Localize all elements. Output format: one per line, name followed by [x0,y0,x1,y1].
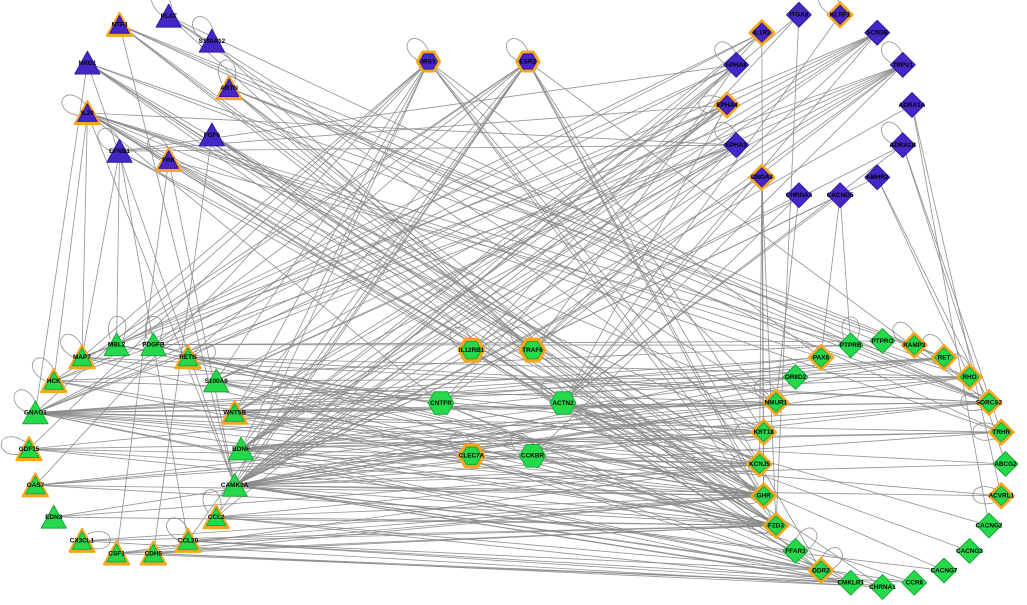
svg-text:GHR: GHR [757,493,772,500]
svg-text:CACNG7: CACNG7 [931,567,958,574]
svg-text:EFNB1: EFNB1 [109,148,130,155]
svg-text:PDGFB: PDGFB [142,342,165,349]
svg-text:CCR6: CCR6 [906,580,924,587]
svg-text:PAX8: PAX8 [813,354,830,361]
svg-text:CACNG3: CACNG3 [956,548,983,555]
svg-text:ADRA1B: ADRA1B [889,142,916,149]
svg-text:ACTN2: ACTN2 [552,400,574,407]
svg-text:WNT5B: WNT5B [223,410,246,417]
svg-text:KRT18: KRT18 [754,429,775,436]
svg-text:DDR2: DDR2 [812,567,830,574]
svg-text:NMUR1: NMUR1 [765,399,788,406]
svg-text:KLRF1: KLRF1 [830,12,851,19]
svg-text:RHO: RHO [962,374,976,381]
svg-text:GAS7: GAS7 [27,482,45,489]
svg-text:CCKBR: CCKBR [521,453,544,460]
svg-text:CLEC7A: CLEC7A [459,453,485,460]
svg-text:NRG1: NRG1 [79,60,97,67]
svg-text:CSF1: CSF1 [108,550,125,557]
svg-text:IRS1: IRS1 [421,58,436,65]
svg-text:S100A9: S100A9 [205,378,229,385]
svg-text:FFAR3: FFAR3 [785,548,806,555]
svg-text:IL20: IL20 [81,110,94,117]
svg-text:IL12RB1: IL12RB1 [459,347,485,354]
svg-text:ADRA1A: ADRA1A [899,102,926,109]
svg-text:PTPRB: PTPRB [840,342,862,349]
svg-text:TRHR: TRHR [992,429,1010,436]
svg-text:KCNJ5: KCNJ5 [749,461,770,468]
svg-text:EDN3: EDN3 [45,514,62,521]
svg-text:S100A12: S100A12 [199,38,226,45]
svg-text:EPHA4: EPHA4 [716,102,738,109]
svg-text:IL1R2: IL1R2 [753,30,771,37]
svg-text:EPHA3: EPHA3 [726,142,748,149]
svg-text:RET: RET [938,354,951,361]
svg-text:SORCS2: SORCS2 [976,399,1003,406]
svg-text:CNGA3: CNGA3 [751,174,774,181]
svg-text:CACNG5: CACNG5 [827,192,854,199]
svg-text:CMKLR1: CMKLR1 [837,580,864,587]
svg-text:RAMP3: RAMP3 [903,342,926,349]
svg-text:CHRNA3: CHRNA3 [786,192,813,199]
svg-text:AMHR2: AMHR2 [866,174,889,181]
svg-text:ARTN: ARTN [220,85,238,92]
svg-text:FGF6: FGF6 [204,132,221,139]
svg-text:MBL2: MBL2 [108,342,126,349]
svg-text:ACVRL1: ACVRL1 [989,493,1015,500]
svg-text:BDNF: BDNF [232,446,250,453]
svg-text:CDH5: CDH5 [145,550,163,557]
svg-text:GNAO1: GNAO1 [24,410,47,417]
svg-text:OR8D2: OR8D2 [785,374,807,381]
svg-text:CCL2: CCL2 [208,514,225,521]
svg-text:PLAT: PLAT [161,13,177,20]
svg-text:CCL20: CCL20 [178,538,199,545]
svg-text:EPHA8: EPHA8 [726,62,748,69]
svg-text:RETN: RETN [179,354,197,361]
svg-text:ESR2: ESR2 [519,58,536,65]
svg-text:SCN3B: SCN3B [866,30,888,37]
svg-text:FZD3: FZD3 [768,522,784,529]
svg-text:NTF3: NTF3 [112,22,128,29]
svg-text:CACNG2: CACNG2 [976,522,1003,529]
svg-text:CNTFR: CNTFR [430,400,452,407]
svg-text:CHRNA1: CHRNA1 [869,584,896,591]
svg-text:MAPT: MAPT [73,354,91,361]
svg-text:CX3CL1: CX3CL1 [70,538,95,545]
svg-text:ABCG2: ABCG2 [994,461,1017,468]
svg-text:CAMK2A: CAMK2A [221,482,249,489]
svg-text:HCK: HCK [47,378,61,385]
svg-text:FRK: FRK [162,157,176,164]
svg-text:GDF15: GDF15 [19,446,40,453]
svg-text:ITGA8: ITGA8 [789,12,808,19]
svg-text:PTPRO: PTPRO [871,338,893,345]
svg-text:TRAF6: TRAF6 [522,347,543,354]
svg-text:TRPV1: TRPV1 [892,62,913,69]
